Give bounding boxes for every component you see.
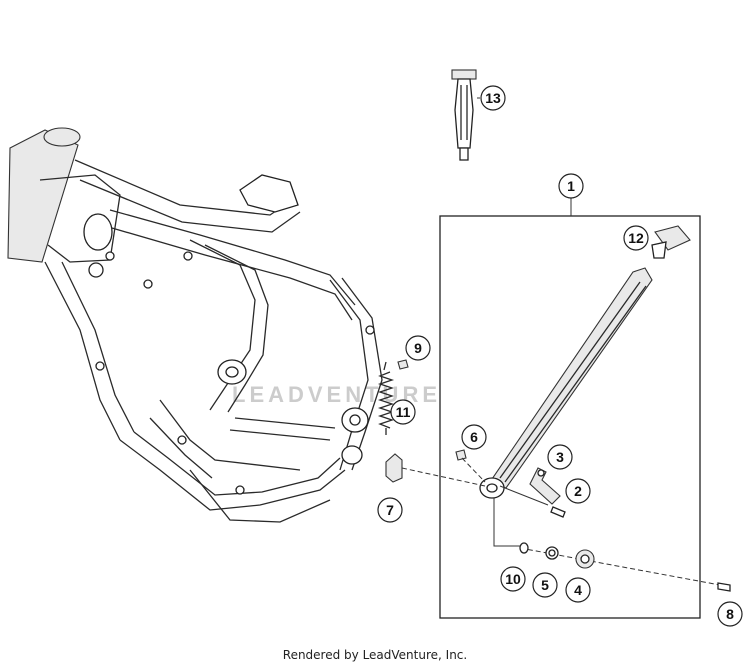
svg-text:11: 11 [396,404,411,420]
svg-text:10: 10 [505,571,521,587]
callout-13[interactable]: 13 [480,85,506,111]
footer-credit: Rendered by LeadVenture, Inc. [282,648,468,662]
callout-12[interactable]: 12 [623,225,649,251]
callout-3[interactable]: 3 [547,444,573,470]
part-2-bolt [499,485,566,518]
part-9-screw [397,359,409,370]
callout-6[interactable]: 6 [461,424,487,450]
kit-group-box [439,215,701,619]
motorcycle-frame [7,127,383,523]
part-1-side-stand [479,267,653,499]
svg-text:4: 4 [574,582,582,598]
part-4-bushing [575,549,595,569]
callout-8[interactable]: 8 [717,601,743,627]
svg-text:13: 13 [485,90,501,106]
callout-4[interactable]: 4 [565,577,591,603]
callout-1[interactable]: 1 [558,173,584,199]
svg-text:2: 2 [574,483,582,499]
svg-text:6: 6 [470,429,478,445]
callout-7[interactable]: 7 [377,497,403,523]
part-12-cap [651,225,691,259]
svg-text:5: 5 [541,577,549,593]
part-5-washer [545,546,559,560]
part-8-bolt [717,582,731,592]
part-7-plate [385,453,486,487]
svg-text:1: 1 [567,178,575,194]
leader-axis-start [493,498,520,547]
callout-11[interactable]: 11 [390,399,416,425]
callout-10[interactable]: 10 [500,566,526,592]
svg-text:8: 8 [726,606,734,622]
part-13-tool [451,69,477,161]
svg-text:7: 7 [386,502,394,518]
part-6-nut [455,449,486,483]
callout-5[interactable]: 5 [532,572,558,598]
svg-text:12: 12 [628,230,644,246]
callout-9[interactable]: 9 [405,335,431,361]
part-11-spring [377,361,395,435]
part-10-ring [519,542,529,554]
svg-text:3: 3 [556,449,564,465]
svg-text:9: 9 [414,340,422,356]
part-3-bracket [529,467,561,505]
callout-2[interactable]: 2 [565,478,591,504]
